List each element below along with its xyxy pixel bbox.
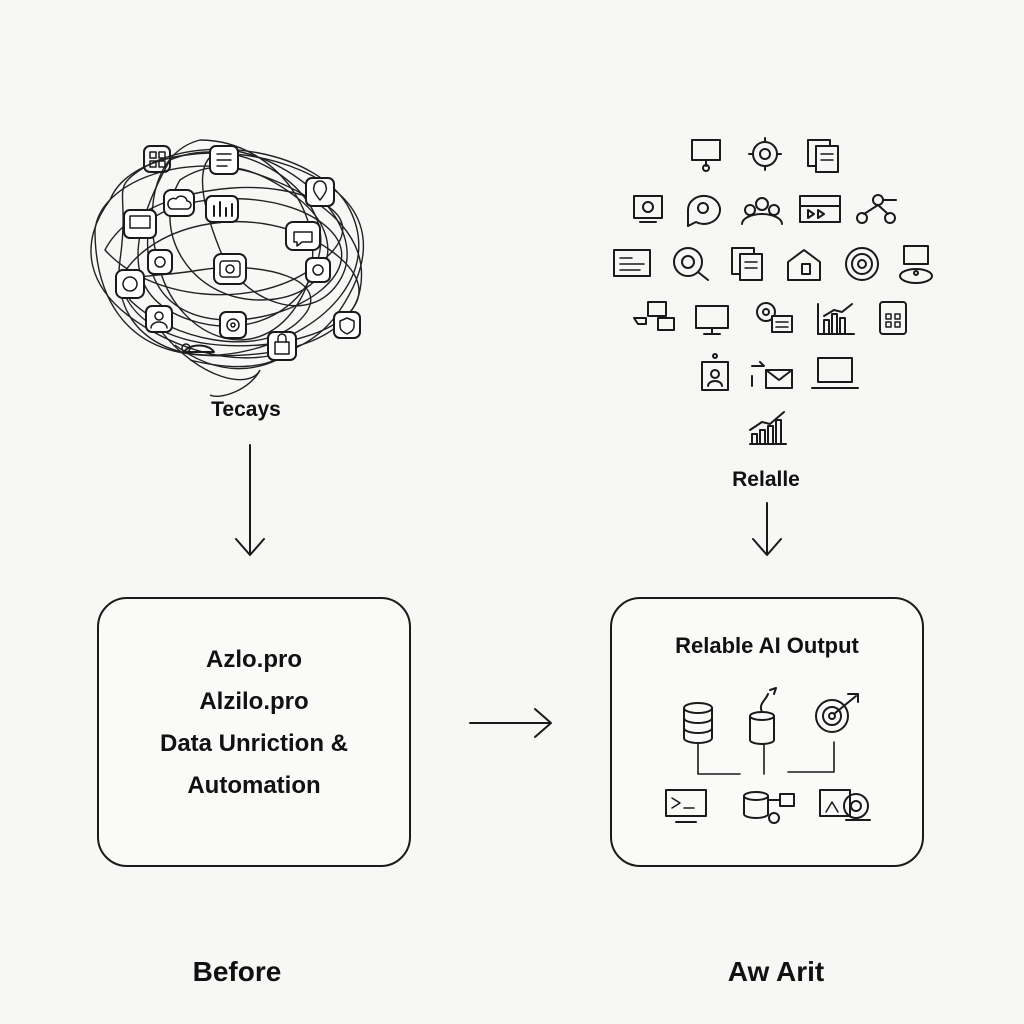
chart-icon <box>205 195 239 223</box>
gear-icon <box>748 137 782 171</box>
after-box: Relable AI Output <box>610 597 924 867</box>
user-screen-icon <box>899 245 933 284</box>
growth-chart-icon <box>749 411 787 445</box>
document-icon <box>209 145 239 175</box>
box-line-4: Automation <box>187 772 321 799</box>
media-player-icon <box>799 195 841 223</box>
before-box-text: Azlo.pro Alzilo.pro Data Unriction & Aut… <box>99 639 409 807</box>
search-icon <box>673 247 709 281</box>
lock-icon <box>267 331 297 361</box>
camera-icon <box>213 253 247 285</box>
presentation-icon <box>633 301 675 331</box>
settings-icon <box>305 257 331 283</box>
chat-bubble-icon <box>181 343 215 353</box>
team-icon <box>741 197 783 225</box>
dashboard-icon <box>613 249 651 277</box>
clipboard-grid-icon <box>879 301 907 335</box>
file-copy-icon <box>731 247 763 281</box>
before-box: Azlo.pro Alzilo.pro Data Unriction & Aut… <box>97 597 411 867</box>
tag-icon <box>147 249 173 275</box>
bar-chart-icon <box>817 303 855 335</box>
grid-icon <box>143 145 171 173</box>
location-pin-icon <box>305 177 335 207</box>
right-cluster-label: Relalle <box>732 468 800 491</box>
box-line-3: Data Unriction & <box>159 730 348 757</box>
documents-icon <box>807 139 839 173</box>
shield-icon <box>333 311 361 339</box>
network-icon <box>856 194 897 224</box>
box-line-2: Alzilo.pro <box>199 688 309 715</box>
email-transfer-icon <box>751 361 793 389</box>
after-caption: Aw Arit <box>727 956 825 987</box>
cloud-icon <box>163 189 195 217</box>
package-icon <box>787 249 821 281</box>
smile-icon <box>115 269 145 299</box>
right-down-arrow <box>752 502 782 556</box>
left-cluster-label: Tecays <box>211 398 281 421</box>
gear-icon <box>219 311 247 339</box>
chat-icon <box>285 221 321 251</box>
left-down-arrow <box>235 444 265 556</box>
laptop-icon <box>811 357 859 389</box>
after-box-title: Relable AI Output <box>675 633 859 658</box>
people-icon <box>145 305 173 333</box>
chat-target-icon <box>686 194 721 227</box>
target-icon <box>845 247 879 281</box>
monitor-icon <box>123 209 157 239</box>
gear-document-icon <box>756 302 793 333</box>
box-line-1: Azlo.pro <box>206 646 302 673</box>
before-caption: Before <box>192 956 282 987</box>
id-card-icon <box>701 353 729 391</box>
settings-screen-icon <box>633 195 663 223</box>
monitor-stand-icon <box>691 139 721 172</box>
desktop-icon <box>695 305 729 335</box>
